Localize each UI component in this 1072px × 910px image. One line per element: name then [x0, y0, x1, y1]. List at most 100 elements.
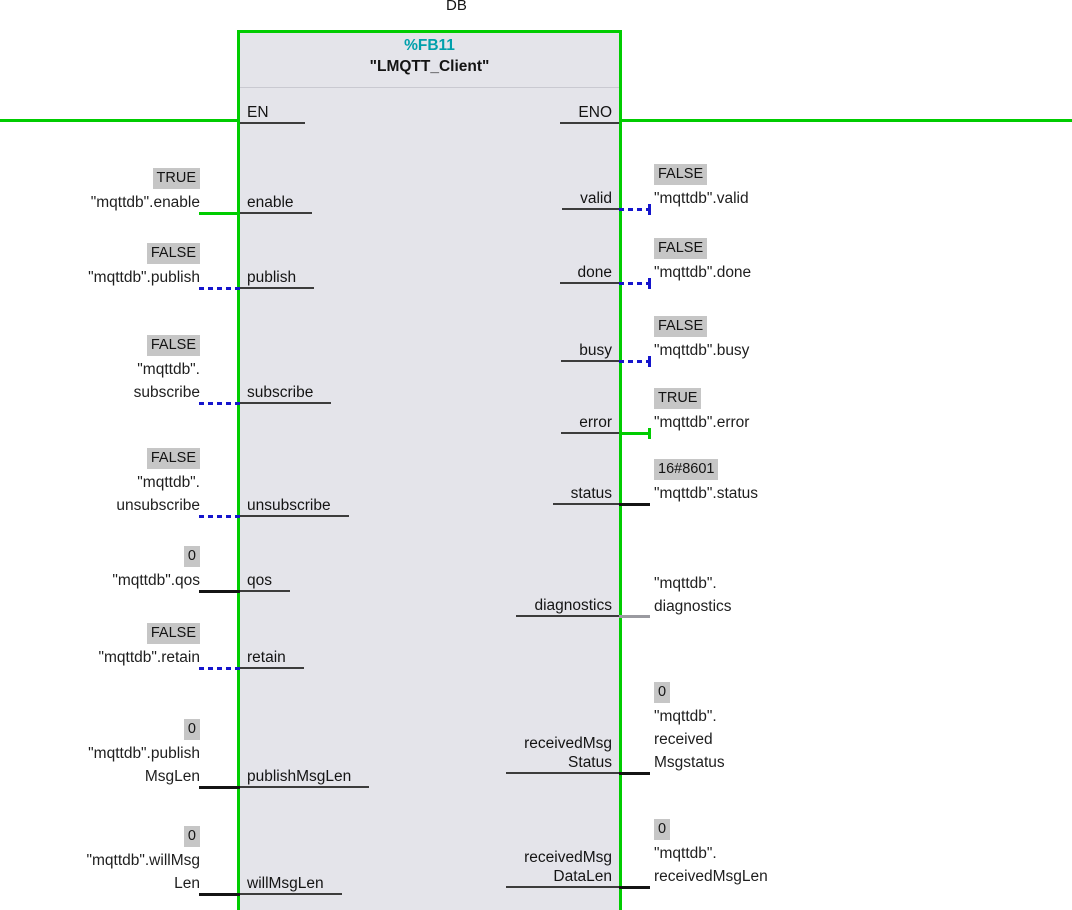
operand-input-unsubscribe[interactable]: FALSE"mqttdb".unsubscribe [116, 448, 200, 517]
wire-input-publishmsglen [199, 786, 240, 789]
operand-line: Msgstatus [654, 754, 725, 771]
operand-output-receivedmsgdatalen[interactable]: 0 "mqttdb". receivedMsgLen [654, 819, 768, 888]
operand-line: received [654, 731, 713, 748]
operand-line: "mqttdb".done [654, 264, 752, 281]
fb-title: "LMQTT_Client" [369, 58, 490, 75]
fb-address: %FB11 [404, 37, 455, 54]
operand-line: "mqttdb". [654, 845, 717, 862]
pin-label-line: subscribe [247, 384, 314, 401]
fb-header-separator [240, 87, 619, 88]
monitor-badge-done: FALSE [654, 238, 708, 259]
pin-input-publish[interactable]: publish [240, 268, 315, 289]
monitor-badge-receivedmsgstatus: 0 [654, 682, 671, 703]
pin-input-unsubscribe[interactable]: unsubscribe [240, 496, 349, 517]
operand-line: "mqttdb".enable [90, 194, 200, 211]
operand-output-busy[interactable]: FALSE "mqttdb".busy [654, 316, 749, 362]
operand-line: subscribe [133, 384, 200, 401]
operand-line: "mqttdb". [654, 575, 717, 592]
pin-output-error[interactable]: error [561, 413, 619, 434]
operand-line: "mqttdb".publish [88, 745, 200, 762]
pin-output-busy[interactable]: busy [561, 341, 619, 362]
power-rail-right [621, 119, 1072, 122]
pin-en[interactable]: EN [240, 103, 305, 124]
operand-line: unsubscribe [116, 497, 200, 514]
pin-label-line: publishMsgLen [247, 768, 352, 785]
pin-input-subscribe[interactable]: subscribe [240, 383, 332, 404]
operand-output-error[interactable]: TRUE "mqttdb".error [654, 388, 749, 434]
wire-input-willmsglen [199, 893, 240, 896]
operand-input-qos[interactable]: 0"mqttdb".qos [112, 546, 200, 592]
pin-label-line: error [579, 414, 612, 431]
pin-label-line: retain [247, 649, 286, 666]
pin-input-willmsglen[interactable]: willMsgLen [240, 874, 342, 895]
operand-line: "mqttdb".retain [98, 649, 200, 666]
pin-input-retain[interactable]: retain [240, 648, 304, 669]
operand-output-diagnostics[interactable]: "mqttdb". diagnostics [654, 572, 732, 618]
wire-output-status [619, 503, 650, 506]
monitor-badge-busy: FALSE [654, 316, 708, 337]
operand-line: "mqttdb".busy [654, 342, 750, 359]
operand-line: "mqttdb".status [654, 485, 759, 502]
pin-output-done[interactable]: done [559, 263, 619, 284]
wire-input-unsubscribe [199, 515, 240, 518]
operand-input-retain[interactable]: FALSE"mqttdb".retain [99, 623, 200, 669]
pin-input-enable[interactable]: enable [240, 193, 312, 214]
wire-output-valid [619, 208, 650, 211]
pin-label-line: diagnostics [534, 597, 612, 614]
pin-label-line: receivedMsg [524, 735, 612, 752]
power-rail-left [0, 119, 238, 122]
pin-input-publishmsglen[interactable]: publishMsgLen [240, 767, 370, 788]
pin-label-line: done [577, 264, 612, 281]
monitor-badge-enable: TRUE [152, 168, 200, 189]
wire-input-qos [199, 590, 240, 593]
pin-output-diagnostics[interactable]: diagnostics [516, 596, 619, 617]
monitor-badge-subscribe: FALSE [146, 335, 200, 356]
operand-input-publish[interactable]: FALSE"mqttdb".publish [88, 243, 200, 289]
monitor-badge-willmsglen: 0 [183, 826, 200, 847]
monitor-badge-publish: FALSE [146, 243, 200, 264]
pin-label-line: status [570, 485, 612, 502]
pin-output-status[interactable]: status [552, 484, 619, 505]
operand-line: MsgLen [144, 768, 200, 785]
wire-output-diagnostics [619, 615, 650, 618]
pin-label-line: receivedMsg [524, 849, 612, 866]
instance-db-label[interactable]: DB [446, 0, 467, 14]
monitor-badge-error: TRUE [654, 388, 702, 409]
pin-label-line: busy [579, 342, 612, 359]
operand-line: "mqttdb".qos [112, 572, 200, 589]
operand-line: "mqttdb".valid [654, 190, 749, 207]
operand-output-status[interactable]: 16#8601 "mqttdb".status [654, 459, 758, 505]
wire-terminator-done [648, 278, 651, 289]
pin-output-valid[interactable]: valid [562, 189, 619, 210]
wire-output-error [619, 432, 650, 435]
pin-label-line: willMsgLen [247, 875, 324, 892]
operand-line: receivedMsgLen [654, 868, 768, 885]
wire-input-retain [199, 667, 240, 670]
operand-input-enable[interactable]: TRUE "mqttdb".enable [91, 168, 200, 214]
pin-label-line: unsubscribe [247, 497, 331, 514]
operand-line: "mqttdb".error [654, 414, 750, 431]
wire-terminator-busy [648, 356, 651, 367]
wire-output-busy [619, 360, 650, 363]
operand-output-valid[interactable]: FALSE"mqttdb".valid [654, 164, 749, 210]
pin-label-line: valid [580, 190, 612, 207]
monitor-badge-status: 16#8601 [654, 459, 719, 480]
wire-output-done [619, 282, 650, 285]
wire-input-enable [199, 212, 240, 215]
fb-block-lmqtt-client[interactable]: %FB11 "LMQTT_Client" EN ENO [237, 30, 622, 910]
pin-input-qos[interactable]: qos [240, 571, 290, 592]
operand-output-done[interactable]: FALSE "mqttdb".done [654, 238, 751, 284]
operand-input-subscribe[interactable]: FALSE"mqttdb".subscribe [134, 335, 200, 404]
monitor-badge-receivedmsgdatalen: 0 [654, 819, 671, 840]
operand-line: diagnostics [654, 598, 732, 615]
wire-output-receivedmsgdatalen [619, 886, 650, 889]
pin-label-line: DataLen [553, 868, 612, 885]
wire-terminator-error [648, 428, 651, 439]
pin-eno[interactable]: ENO [560, 103, 619, 124]
monitor-badge-publishmsglen: 0 [183, 719, 200, 740]
